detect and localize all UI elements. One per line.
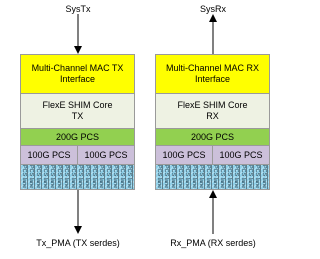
tx-bottom-label: Tx_PMA (TX serdes) xyxy=(36,238,120,248)
tx-200g-pcs-label: 200G PCS xyxy=(55,131,100,142)
rx-pcs-lane: PCS lane xyxy=(205,165,212,189)
rx-pcs-lane-label: PCS lane xyxy=(226,165,232,189)
tx-pcs-lane-label: PCS lane xyxy=(98,165,104,189)
tx-pcs-lane: PCS lane xyxy=(63,165,70,189)
tx-pcs-lane: PCS lane xyxy=(42,165,49,189)
rx-mac-label: Multi-Channel MAC RX Interface xyxy=(165,63,260,84)
tx-pcs-lane: PCS lane xyxy=(126,165,133,189)
rx-shim-label: FlexE SHIM Core RX xyxy=(177,100,248,121)
rx-pcs-lane-label: PCS lane xyxy=(205,165,211,189)
rx-pcs-lane: PCS lane xyxy=(233,165,240,189)
rx-pcs-lane: PCS lane xyxy=(170,165,177,189)
tx-pcs-lane: PCS lane xyxy=(98,165,105,189)
tx-pcs-lane-label: PCS lane xyxy=(49,165,55,189)
tx-pcs-lane: PCS lane xyxy=(49,165,56,189)
rx-top-label: SysRx xyxy=(199,4,226,14)
rx-input-arrow xyxy=(209,190,217,234)
rx-100g-pcs-a: 100G PCS xyxy=(155,145,213,165)
tx-pcs-lane-label: PCS lane xyxy=(84,165,90,189)
tx-pcs-lane-label: PCS lane xyxy=(133,165,135,189)
rx-pcs-lane: PCS lane xyxy=(191,165,198,189)
tx-100g-pcs-b-label: 100G PCS xyxy=(84,149,128,160)
rx-pcs-lane-label: PCS lane xyxy=(177,165,183,189)
tx-pcs-lane: PCS lane xyxy=(133,165,135,189)
tx-mac-label: Multi-Channel MAC TX Interface xyxy=(31,63,124,84)
rx-pcs-lane: PCS lane xyxy=(198,165,205,189)
tx-pcs-lane-label: PCS lane xyxy=(35,165,41,189)
tx-pcs-lane: PCS lane xyxy=(21,165,28,189)
tx-mac-interface: Multi-Channel MAC TX Interface xyxy=(20,54,135,94)
rx-pcs-lane-label: PCS lane xyxy=(198,165,204,189)
rx-pcs-lane: PCS lane xyxy=(212,165,219,189)
tx-pcs-lane: PCS lane xyxy=(56,165,63,189)
rx-pcs-lane-label: PCS lane xyxy=(261,165,267,189)
rx-200g-pcs-label: 200G PCS xyxy=(190,131,235,142)
tx-pcs-lane-label: PCS lane xyxy=(91,165,97,189)
rx-pcs-lane-label: PCS lane xyxy=(247,165,253,189)
tx-pcs-lane-label: PCS lane xyxy=(42,165,48,189)
rx-pcs-lane-label: PCS lane xyxy=(254,165,260,189)
rx-pcs-lane: PCS lane xyxy=(247,165,254,189)
rx-pcs-lane-label: PCS lane xyxy=(163,165,169,189)
rx-pcs-lane-label: PCS lane xyxy=(184,165,190,189)
tx-shim-label: FlexE SHIM Core TX xyxy=(42,100,113,121)
tx-pcs-lane: PCS lane xyxy=(28,165,35,189)
tx-pcs-lane-label: PCS lane xyxy=(28,165,34,189)
rx-pcs-lane: PCS lane xyxy=(261,165,268,189)
rx-100g-pcs-b: 100G PCS xyxy=(212,145,270,165)
rx-pcs-lane: PCS lane xyxy=(268,165,270,189)
tx-pcs-lane: PCS lane xyxy=(35,165,42,189)
tx-100g-pcs-a-label: 100G PCS xyxy=(27,149,71,160)
tx-pcs-lane-label: PCS lane xyxy=(119,165,125,189)
rx-mac-interface: Multi-Channel MAC RX Interface xyxy=(155,54,270,94)
rx-pcs-lane: PCS lane xyxy=(156,165,163,189)
tx-pcs-lane: PCS lane xyxy=(105,165,112,189)
rx-pcs-lane-label: PCS lane xyxy=(170,165,176,189)
tx-pcs-lane-label: PCS lane xyxy=(21,165,27,189)
rx-pcs-lane-label: PCS lane xyxy=(219,165,225,189)
rx-shim-core: FlexE SHIM Core RX xyxy=(155,93,270,129)
rx-bottom-label: Rx_PMA (RX serdes) xyxy=(170,238,256,248)
tx-pcs-lane-label: PCS lane xyxy=(77,165,83,189)
tx-output-arrow xyxy=(74,190,82,234)
tx-pcs-lane-label: PCS lane xyxy=(63,165,69,189)
tx-pcs-lane-label: PCS lane xyxy=(70,165,76,189)
rx-pcs-lane-label: PCS lane xyxy=(212,165,218,189)
tx-pcs-lane-label: PCS lane xyxy=(105,165,111,189)
tx-top-label: SysTx xyxy=(65,4,91,14)
tx-pcs-lane: PCS lane xyxy=(91,165,98,189)
tx-input-arrow xyxy=(74,14,82,54)
rx-pcs-lane-label: PCS lane xyxy=(156,165,162,189)
rx-pcs-lane: PCS lane xyxy=(184,165,191,189)
tx-pcs-lane: PCS lane xyxy=(77,165,84,189)
rx-pcs-lane-label: PCS lane xyxy=(268,165,270,189)
rx-stack: SysRx Multi-Channel MAC RX Interface Fle… xyxy=(155,4,270,248)
rx-100g-pcs-a-label: 100G PCS xyxy=(162,149,206,160)
tx-pcs-lane-label: PCS lane xyxy=(126,165,132,189)
tx-stack: SysTx Multi-Channel MAC TX Interface Fle… xyxy=(20,4,135,248)
rx-pcs-lane: PCS lane xyxy=(163,165,170,189)
tx-pcs-lane: PCS lane xyxy=(112,165,119,189)
rx-pcs-lane-label: PCS lane xyxy=(233,165,239,189)
tx-pcs-lane: PCS lane xyxy=(70,165,77,189)
rx-200g-pcs: 200G PCS xyxy=(155,128,270,146)
rx-pcs-lane: PCS lane xyxy=(177,165,184,189)
rx-output-arrow xyxy=(209,14,217,54)
tx-pcs-lane-label: PCS lane xyxy=(112,165,118,189)
tx-pcs-lane-label: PCS lane xyxy=(56,165,62,189)
rx-pcs-lane-label: PCS lane xyxy=(240,165,246,189)
rx-pcs-lane: PCS lane xyxy=(254,165,261,189)
rx-pcs-lane: PCS lane xyxy=(219,165,226,189)
tx-pcs-lane: PCS lane xyxy=(119,165,126,189)
rx-pcs-lane: PCS lane xyxy=(240,165,247,189)
tx-pcs-lane: PCS lane xyxy=(84,165,91,189)
rx-pcs-lane-label: PCS lane xyxy=(191,165,197,189)
rx-100g-pcs-b-label: 100G PCS xyxy=(219,149,263,160)
rx-pcs-lane: PCS lane xyxy=(226,165,233,189)
